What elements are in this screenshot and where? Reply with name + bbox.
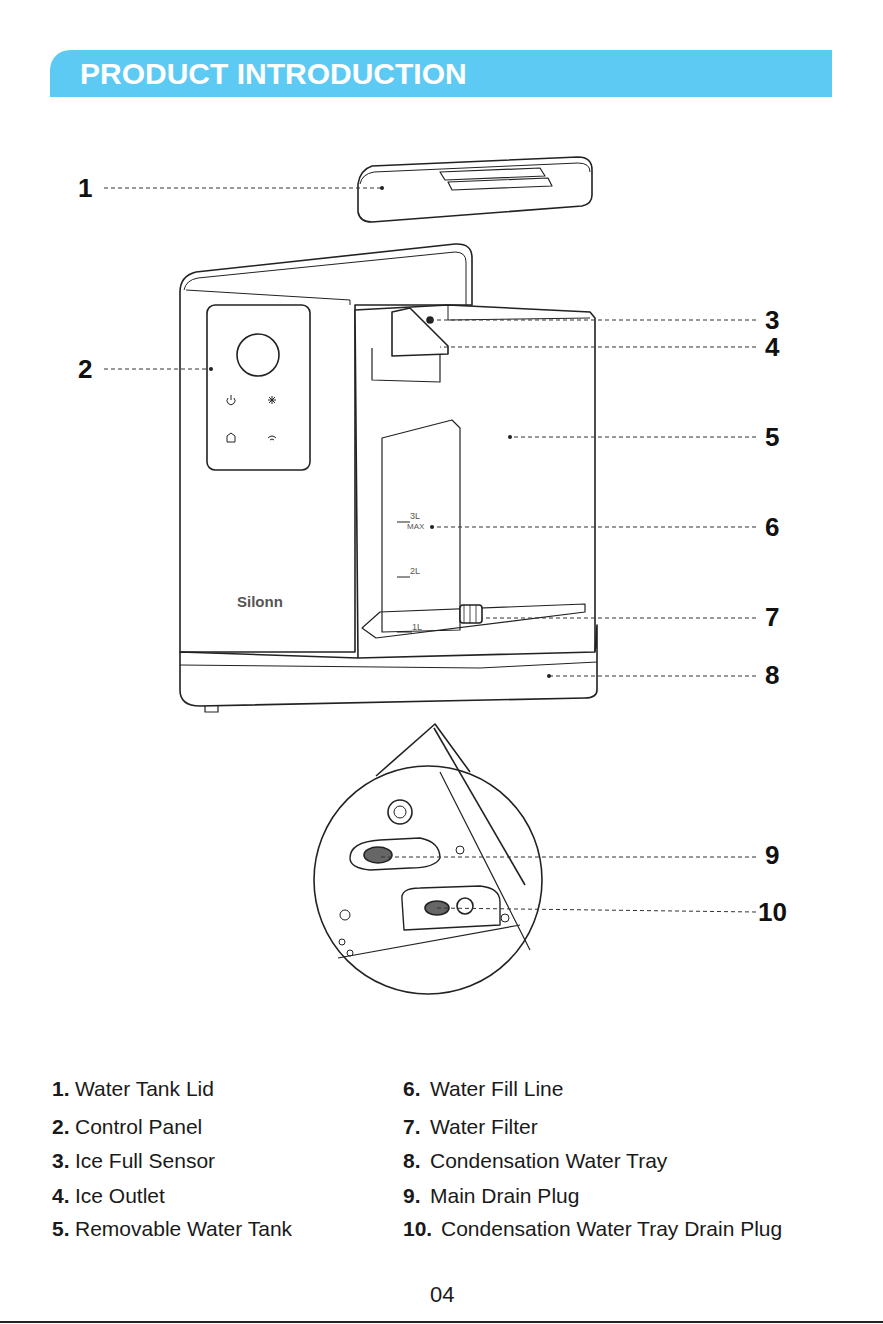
leader-line	[380, 857, 756, 858]
part-name: Removable Water Tank	[75, 1218, 292, 1239]
part-name: Condensation Water Tray	[430, 1150, 667, 1171]
screw-hole	[347, 950, 353, 956]
part-name: Water Tank Lid	[75, 1078, 214, 1099]
body-edge	[184, 252, 466, 305]
leader-dot	[547, 674, 551, 678]
callout-number: 10	[758, 899, 787, 925]
leader-line	[104, 188, 382, 189]
callout-number: 6	[765, 514, 779, 540]
machine-drawing	[180, 157, 597, 994]
base-plate	[338, 772, 530, 958]
brand-logo: Silonn	[237, 594, 283, 609]
list-number: 5.	[52, 1218, 70, 1239]
power-knob	[237, 334, 279, 376]
level-mark: 2L	[410, 567, 420, 576]
level-window	[382, 420, 460, 632]
callout-number: 3	[765, 307, 779, 333]
list-number: 2.	[52, 1116, 70, 1137]
control-panel	[207, 305, 310, 470]
ice-icon	[268, 396, 276, 404]
leader-dot	[508, 435, 512, 439]
ice-outlet-chute	[392, 308, 448, 356]
callout-number: 4	[765, 334, 779, 360]
leader-dot	[430, 525, 434, 529]
level-marks	[397, 522, 412, 632]
list-number: 3.	[52, 1150, 70, 1171]
part-name: Control Panel	[75, 1116, 202, 1137]
filter-ribs	[464, 605, 476, 623]
level-mark: 1L	[412, 623, 422, 632]
leader-line	[104, 369, 211, 370]
level-mark: 3L	[410, 512, 420, 521]
callout-number: 7	[765, 604, 779, 630]
tray-drain-port	[457, 898, 473, 914]
screw-hole	[340, 910, 350, 920]
main-drain-recess	[350, 838, 440, 870]
list-number: 4.	[52, 1185, 70, 1206]
leader-line	[440, 347, 756, 348]
page-number: 04	[430, 1284, 454, 1306]
leader-dot	[380, 186, 384, 190]
foot-socket	[388, 800, 412, 824]
callout-number: 2	[78, 356, 92, 382]
leader-lines	[104, 188, 756, 912]
level-mark: MAX	[407, 523, 424, 531]
leader-line	[432, 527, 756, 528]
callout-number: 5	[765, 424, 779, 450]
leader-line	[510, 437, 756, 438]
leader-line	[482, 618, 756, 619]
page-title: PRODUCT INTRODUCTION	[80, 59, 467, 89]
part-name: Water Filter	[430, 1116, 538, 1137]
tank-rim	[448, 305, 590, 320]
screw-hole	[501, 914, 509, 922]
condensation-tray	[180, 625, 597, 706]
leader-line	[549, 676, 756, 677]
clean-icon	[227, 433, 235, 442]
callout-number: 9	[765, 842, 779, 868]
tray-drain-recess	[402, 886, 500, 930]
foot-socket-inner	[394, 806, 406, 818]
list-number: 1.	[52, 1078, 70, 1099]
body-seam	[186, 290, 350, 305]
zoom-edge	[434, 728, 525, 885]
tank-lid	[358, 157, 592, 222]
part-name: Condensation Water Tray Drain Plug	[441, 1218, 782, 1239]
water-tank	[355, 305, 595, 660]
main-drain-plug	[364, 847, 392, 863]
part-name: Main Drain Plug	[430, 1185, 579, 1206]
leader-line	[430, 320, 756, 321]
leader-dots	[209, 186, 551, 678]
leader-line	[437, 908, 756, 912]
list-number: 8.	[403, 1150, 421, 1171]
part-name: Ice Outlet	[75, 1185, 165, 1206]
part-name: Ice Full Sensor	[75, 1150, 215, 1171]
screw-hole	[456, 846, 464, 854]
water-filter	[460, 605, 482, 623]
tank-floor	[362, 604, 585, 638]
lid-handle	[440, 168, 552, 190]
list-number: 6.	[403, 1078, 421, 1099]
list-number: 7.	[403, 1116, 421, 1137]
tray-edge	[180, 662, 597, 668]
wifi-icon	[268, 436, 276, 440]
callout-number: 8	[765, 662, 779, 688]
foot	[205, 706, 218, 712]
title-band: PRODUCT INTRODUCTION	[50, 50, 832, 97]
list-number: 9.	[403, 1185, 421, 1206]
list-number: 10.	[403, 1218, 432, 1239]
callout-number: 1	[78, 175, 92, 201]
power-icon	[227, 395, 235, 405]
page-rule	[0, 1321, 883, 1323]
zoom-circle	[314, 766, 542, 994]
part-name: Water Fill Line	[430, 1078, 563, 1099]
screw-hole	[339, 939, 345, 945]
leader-dot	[209, 367, 213, 371]
